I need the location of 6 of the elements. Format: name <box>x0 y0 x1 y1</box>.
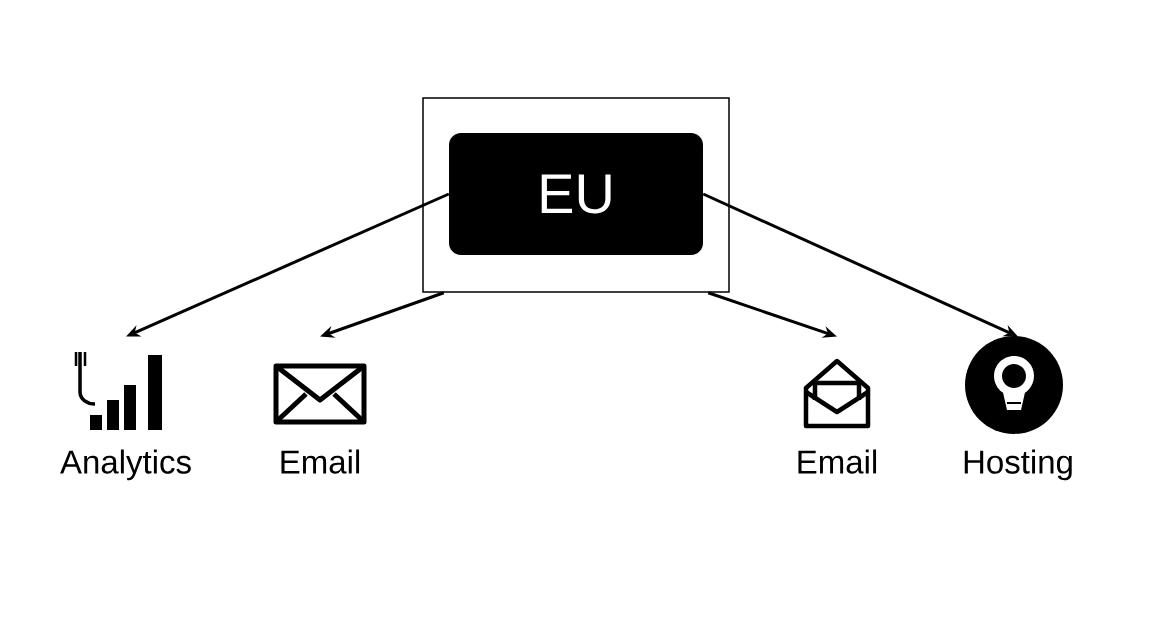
icon-label: Hosting <box>964 449 1072 481</box>
label-box: EU <box>449 133 703 255</box>
icon-label: Analytics <box>60 449 191 481</box>
icon-label: Email <box>281 449 360 474</box>
icon-label: Email <box>798 449 877 474</box>
frame-box <box>422 97 730 293</box>
